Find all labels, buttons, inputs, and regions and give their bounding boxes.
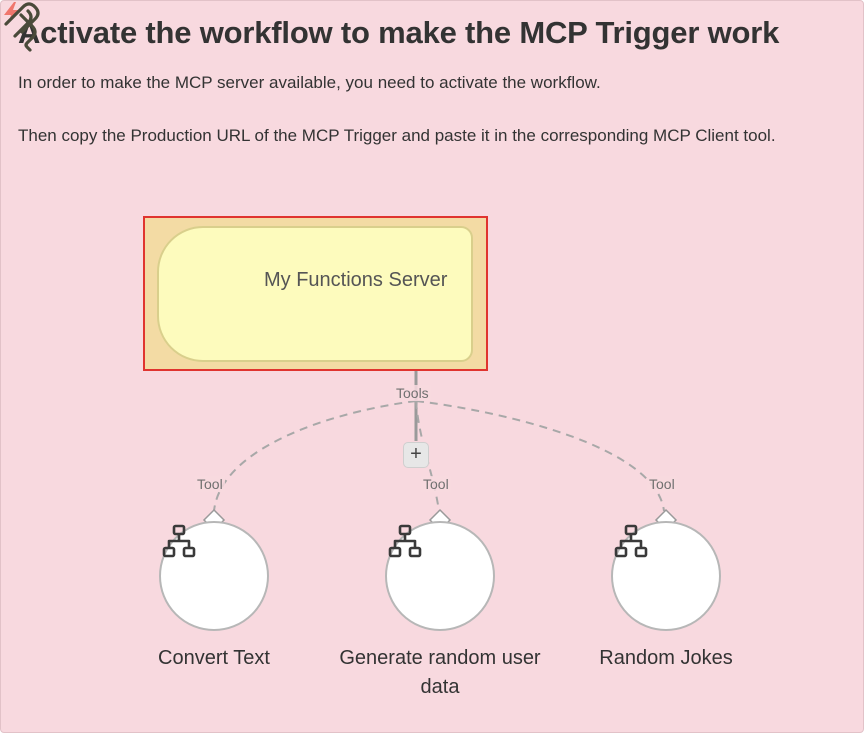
tool-node-label: Generate random user data [339, 647, 541, 698]
connection-tool-random-jokes [415, 400, 665, 512]
panel-title: Activate the workflow to make the MCP Tr… [18, 15, 780, 50]
mcp-server-node[interactable] [157, 226, 473, 362]
tool-connector-label: Tool [195, 476, 225, 492]
tool-node-generate-user-data[interactable] [385, 521, 495, 631]
tool-node-label: Random Jokes [599, 647, 733, 669]
connection-tool-convert-text [213, 400, 417, 512]
add-tool-button[interactable]: + [403, 442, 429, 468]
sub-workflow-icon [388, 524, 422, 558]
tool-node-label: Convert Text [158, 647, 270, 669]
tool-node-random-jokes[interactable] [611, 521, 721, 631]
tools-connection-label: Tools [394, 385, 431, 401]
tool-connector-label: Tool [647, 476, 677, 492]
tool-connector-label: Tool [421, 476, 451, 492]
lightning-bolt-icon [4, 2, 20, 24]
mcp-icon [4, 2, 40, 52]
sub-workflow-icon [162, 524, 196, 558]
sub-workflow-icon [614, 524, 648, 558]
panel-paragraph-copy-url: Then copy the Production URL of the MCP … [18, 126, 776, 145]
tool-node-convert-text[interactable] [159, 521, 269, 631]
server-node-label: My Functions Server [264, 269, 448, 291]
panel-paragraph-activate: In order to make the MCP server availabl… [18, 73, 601, 92]
